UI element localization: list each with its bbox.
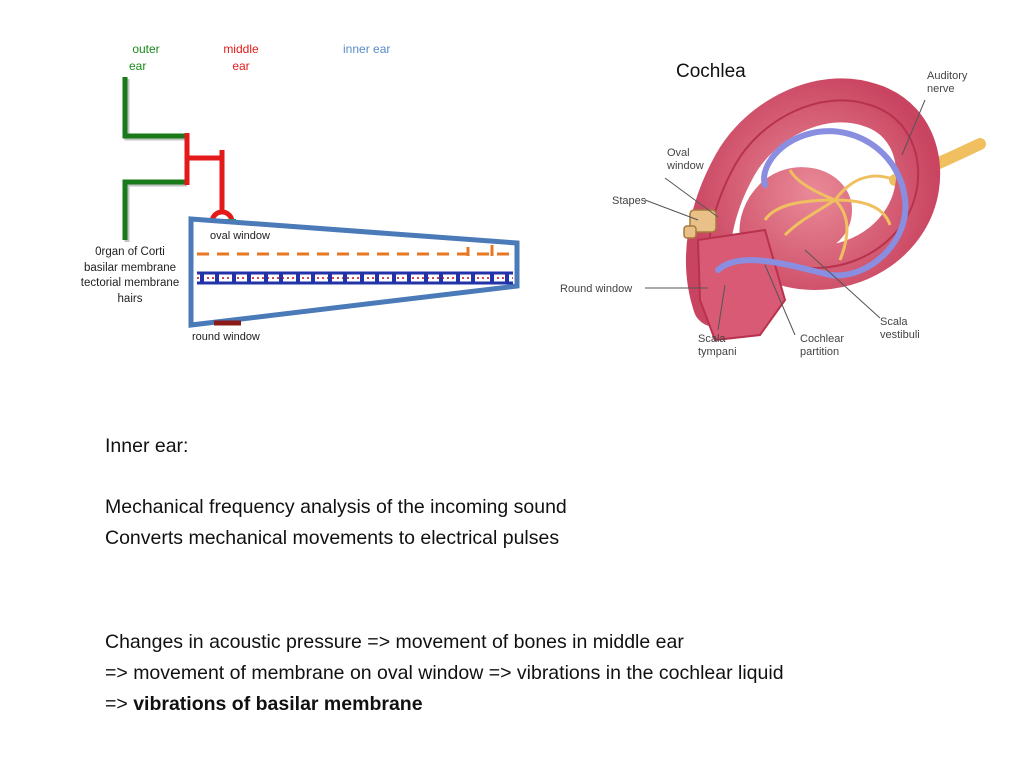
oval-window-figure-label: Oval window bbox=[667, 147, 704, 172]
leader-lines bbox=[644, 99, 926, 336]
outer-ear-upper-wall bbox=[122, 77, 185, 139]
text-line-2: Converts mechanical movements to electri… bbox=[105, 527, 560, 549]
round-window-figure-label: Round window bbox=[560, 283, 633, 295]
schematic-drawing bbox=[122, 77, 520, 328]
nerve-fibers bbox=[763, 169, 896, 261]
scala-vestibuli-label: Scala vestibuli bbox=[880, 316, 920, 341]
outer-ear-lower-wall bbox=[122, 179, 185, 240]
middle-ear-label: middle ear bbox=[223, 42, 259, 73]
cochlear-partition-label: Cochlear partition bbox=[800, 333, 845, 358]
text-line-5: => vibrations of basilar membrane bbox=[105, 689, 423, 720]
cochlea-base bbox=[696, 228, 787, 342]
cochlea-illustration bbox=[644, 78, 986, 342]
stapes-label: Stapes bbox=[612, 195, 647, 207]
text-line-1: Mechanical frequency analysis of the inc… bbox=[105, 496, 567, 518]
cochlea-title: Cochlea bbox=[676, 61, 746, 82]
membrane-segments bbox=[200, 272, 509, 284]
outer-ear-label: outer ear bbox=[129, 42, 160, 73]
spiral-edge bbox=[706, 99, 920, 306]
oval-window-label: oval window bbox=[210, 230, 270, 242]
cochlear-partition bbox=[715, 128, 909, 279]
scala-tympani-label: Scala tympani bbox=[698, 333, 737, 358]
organ-of-corti-labels: 0rgan of Corti basilar membrane tectoria… bbox=[80, 246, 180, 305]
cochlea-outline bbox=[188, 216, 520, 328]
text-line-3: Changes in acoustic pressure => movement… bbox=[105, 631, 684, 653]
text-line-5-bold: vibrations of basilar membrane bbox=[133, 693, 423, 715]
round-window-label: round window bbox=[192, 331, 260, 343]
inner-ear-label: inner ear bbox=[343, 42, 391, 56]
auditory-nerve-label: Auditory nerve bbox=[927, 70, 968, 95]
text-line-4: => movement of membrane on oval window =… bbox=[105, 662, 784, 684]
stapes-bone bbox=[689, 209, 717, 233]
stapes-head bbox=[683, 225, 697, 239]
inner-ear-heading: Inner ear: bbox=[105, 435, 189, 457]
text-line-5-prefix: => bbox=[105, 693, 134, 715]
